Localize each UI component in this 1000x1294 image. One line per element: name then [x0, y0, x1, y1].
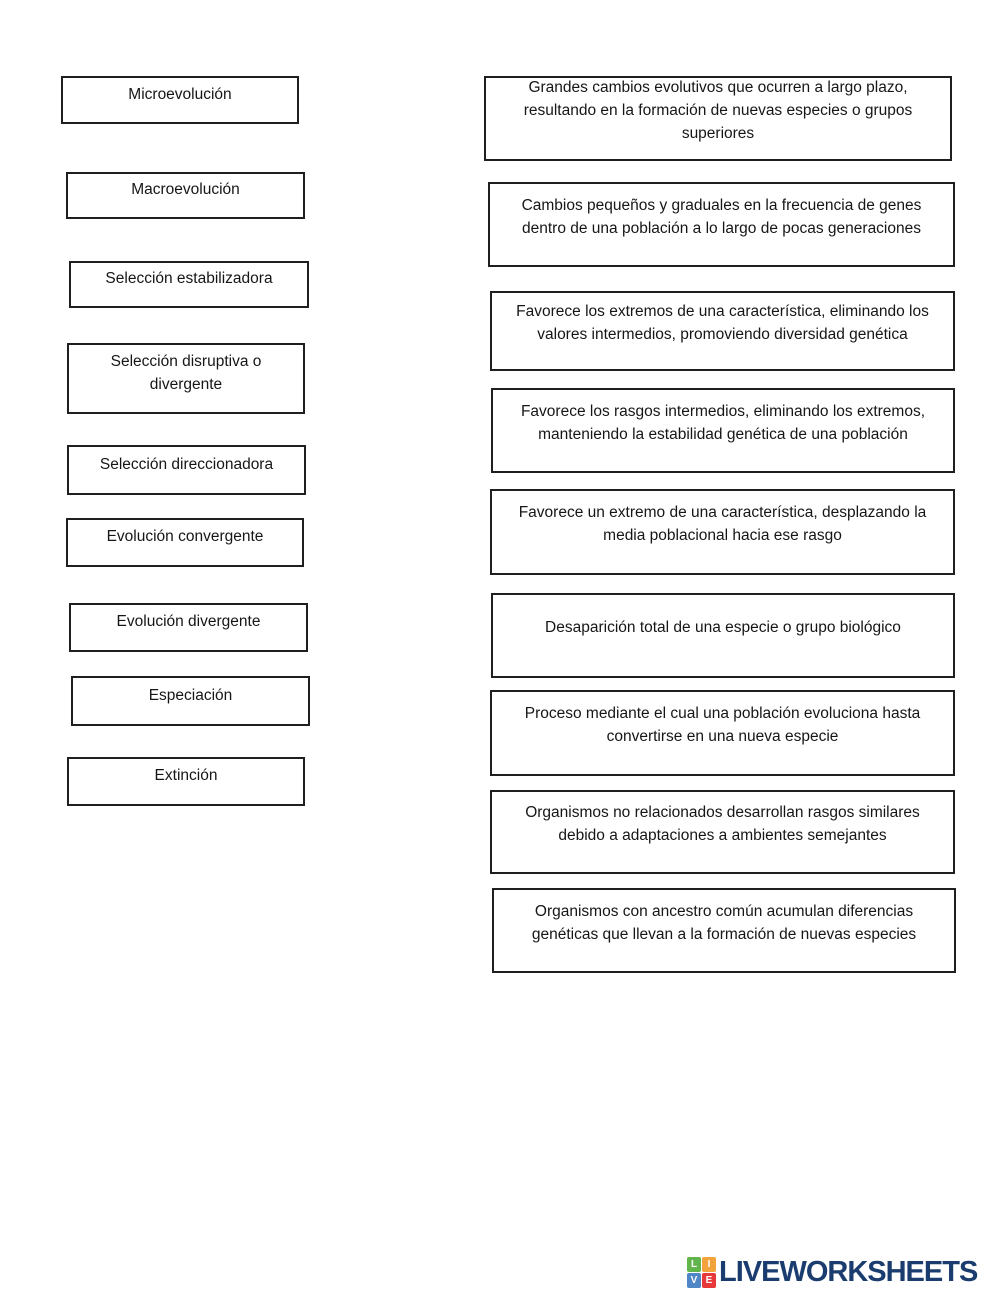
definition-text: Favorece los extremos de una característ…: [516, 303, 929, 343]
definition-text: Organismos con ancestro común acumulan d…: [531, 902, 917, 943]
definition-text: Cambios pequeños y graduales en la frecu…: [521, 196, 922, 237]
definition-box-6[interactable]: Desaparición total de una especie o grup…: [491, 593, 955, 678]
liveworksheets-logo[interactable]: L I V E LIVEWORKSHEETS: [687, 1255, 978, 1289]
definition-text: Favorece un extremo de una característic…: [518, 504, 927, 544]
definition-box-7[interactable]: Proceso mediante el cual una población e…: [490, 690, 955, 776]
definition-box-1[interactable]: Grandes cambios evolutivos que ocurren a…: [484, 76, 952, 161]
liveworksheets-wordmark: LIVEWORKSHEETS: [719, 1256, 978, 1288]
definition-text: Organismos no relacionados desarrollan r…: [525, 804, 920, 844]
term-label: Microevolución: [128, 85, 232, 103]
term-box-especiacion[interactable]: Especiación: [71, 676, 310, 726]
term-box-seleccion-direccionadora[interactable]: Selección direccionadora: [67, 445, 306, 495]
term-label: Selección direccionadora: [99, 455, 274, 473]
definition-box-5[interactable]: Favorece un extremo de una característic…: [490, 489, 955, 575]
definition-box-9[interactable]: Organismos con ancestro común acumulan d…: [492, 888, 956, 973]
definition-text: Desaparición total de una especie o grup…: [545, 619, 901, 636]
definition-box-3[interactable]: Favorece los extremos de una característ…: [490, 291, 955, 371]
term-box-microevolucion[interactable]: Microevolución: [61, 76, 299, 124]
definition-text: Proceso mediante el cual una población e…: [524, 705, 921, 745]
term-label: Selección estabilizadora: [105, 270, 273, 287]
liveworksheets-logo-icon: L I V E: [687, 1256, 716, 1288]
definition-text: Grandes cambios evolutivos que ocurren a…: [523, 79, 913, 142]
term-label: Extinción: [154, 767, 218, 784]
term-box-evolucion-convergente[interactable]: Evolución convergente: [66, 518, 304, 567]
term-label: Evolución divergente: [116, 613, 261, 630]
definition-text: Favorece los rasgos intermedios, elimina…: [520, 402, 926, 443]
logo-tile-l-icon: L: [687, 1256, 701, 1272]
term-box-seleccion-disruptiva[interactable]: Selección disruptiva o divergente: [67, 343, 305, 414]
term-label: Evolución convergente: [106, 528, 264, 545]
logo-tile-v-icon: V: [687, 1272, 701, 1288]
term-box-extincion[interactable]: Extinción: [67, 757, 305, 806]
definition-box-2[interactable]: Cambios pequeños y graduales en la frecu…: [488, 182, 955, 267]
term-box-seleccion-estabilizadora[interactable]: Selección estabilizadora: [69, 261, 309, 308]
term-box-macroevolucion[interactable]: Macroevolución: [66, 172, 305, 219]
term-label: Especiación: [148, 686, 233, 704]
term-label: Macroevolución: [131, 181, 240, 198]
logo-tile-e-icon: E: [702, 1272, 716, 1288]
definition-box-8[interactable]: Organismos no relacionados desarrollan r…: [490, 790, 955, 874]
term-label: Selección disruptiva o divergente: [110, 352, 262, 393]
definition-box-4[interactable]: Favorece los rasgos intermedios, elimina…: [491, 388, 955, 473]
term-box-evolucion-divergente[interactable]: Evolución divergente: [69, 603, 308, 652]
logo-tile-i-icon: I: [702, 1256, 716, 1272]
